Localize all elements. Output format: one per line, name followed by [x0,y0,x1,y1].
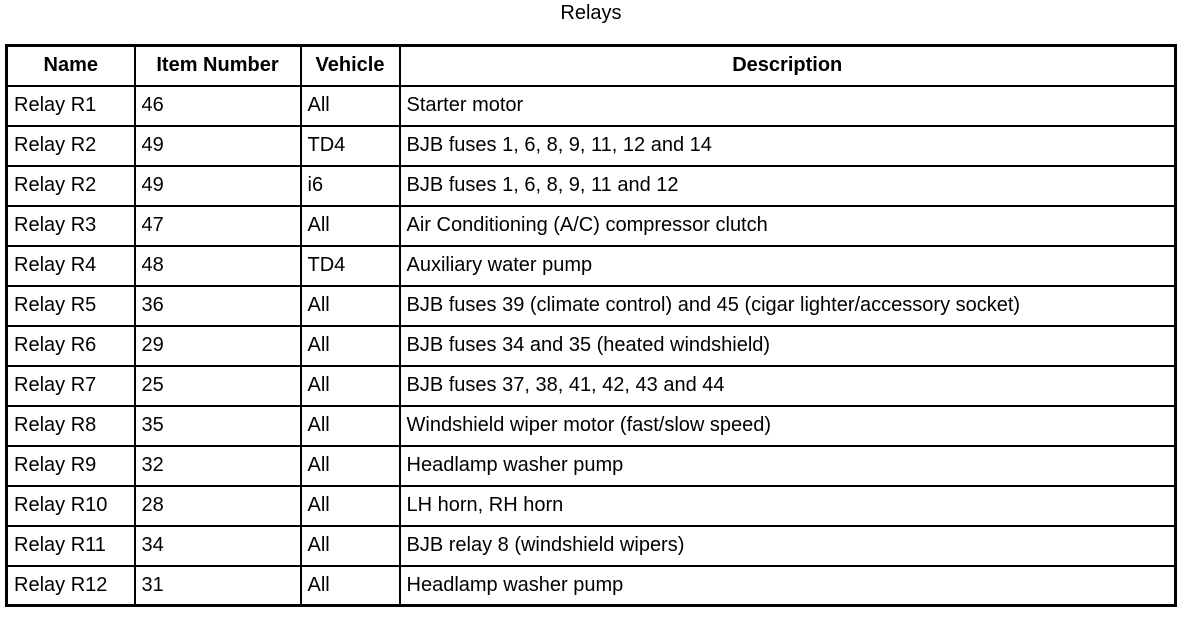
cell-name: Relay R10 [5,484,136,527]
cell-vehicle: All [299,564,401,607]
cell-item-number: 35 [133,404,302,447]
cell-item-number: 36 [133,284,302,327]
column-header-item-number: Item Number [133,44,302,87]
cell-vehicle: All [299,524,401,567]
column-header-name: Name [5,44,136,87]
cell-item-number: 28 [133,484,302,527]
cell-item-number: 46 [133,84,302,127]
cell-name: Relay R7 [5,364,136,407]
cell-name: Relay R8 [5,404,136,447]
cell-vehicle: TD4 [299,124,401,167]
cell-description: BJB fuses 39 (climate control) and 45 (c… [398,284,1177,327]
cell-description: Headlamp washer pump [398,564,1177,607]
cell-item-number: 47 [133,204,302,247]
cell-name: Relay R2 [5,124,136,167]
cell-name: Relay R6 [5,324,136,367]
cell-description: Windshield wiper motor (fast/slow speed) [398,404,1177,447]
column-header-vehicle: Vehicle [299,44,401,87]
cell-item-number: 32 [133,444,302,487]
cell-item-number: 49 [133,164,302,207]
cell-description: Headlamp washer pump [398,444,1177,487]
cell-description: BJB fuses 37, 38, 41, 42, 43 and 44 [398,364,1177,407]
cell-name: Relay R5 [5,284,136,327]
cell-item-number: 29 [133,324,302,367]
cell-vehicle: All [299,364,401,407]
cell-name: Relay R3 [5,204,136,247]
cell-vehicle: All [299,84,401,127]
cell-vehicle: All [299,284,401,327]
cell-item-number: 31 [133,564,302,607]
cell-description: LH horn, RH horn [398,484,1177,527]
cell-vehicle: All [299,444,401,487]
cell-name: Relay R12 [5,564,136,607]
page-title: Relays [560,2,622,24]
cell-description: Starter motor [398,84,1177,127]
cell-name: Relay R2 [5,164,136,207]
cell-vehicle: All [299,324,401,367]
cell-vehicle: i6 [299,164,401,207]
cell-name: Relay R11 [5,524,136,567]
cell-description: BJB relay 8 (windshield wipers) [398,524,1177,567]
cell-item-number: 48 [133,244,302,287]
cell-name: Relay R1 [5,84,136,127]
cell-vehicle: All [299,484,401,527]
cell-description: BJB fuses 1, 6, 8, 9, 11 and 12 [398,164,1177,207]
cell-vehicle: TD4 [299,244,401,287]
column-header-description: Description [398,44,1177,87]
cell-item-number: 49 [133,124,302,167]
cell-name: Relay R4 [5,244,136,287]
cell-description: BJB fuses 1, 6, 8, 9, 11, 12 and 14 [398,124,1177,167]
cell-description: Air Conditioning (A/C) compressor clutch [398,204,1177,247]
cell-name: Relay R9 [5,444,136,487]
cell-description: Auxiliary water pump [398,244,1177,287]
cell-item-number: 34 [133,524,302,567]
cell-item-number: 25 [133,364,302,407]
cell-vehicle: All [299,204,401,247]
cell-vehicle: All [299,404,401,447]
cell-description: BJB fuses 34 and 35 (heated windshield) [398,324,1177,367]
